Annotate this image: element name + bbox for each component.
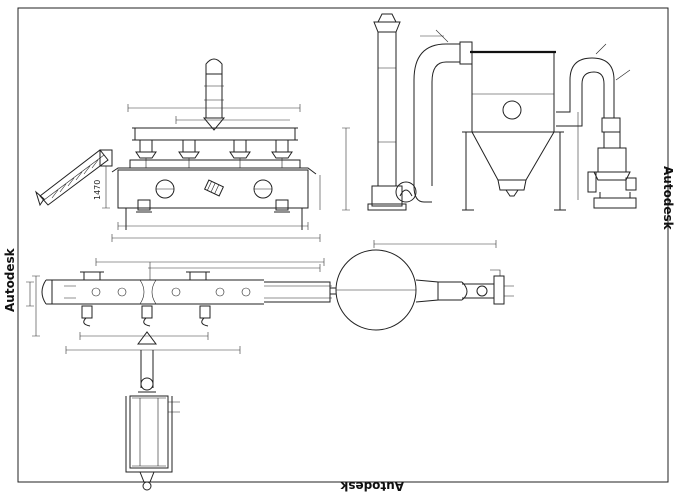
cyclone-separator xyxy=(462,50,566,211)
top-exhaust-stack xyxy=(202,58,226,131)
vent-stack xyxy=(367,13,407,211)
watermark-bottom: Autodesk xyxy=(339,479,404,493)
watermark-left: Autodesk xyxy=(3,247,17,312)
exhaust-fan xyxy=(395,181,417,203)
cyclone-plan xyxy=(330,249,514,331)
bed-supports xyxy=(81,305,211,327)
drop-pipe xyxy=(137,331,157,393)
blower-motor xyxy=(587,131,637,209)
plan-dimension-lines xyxy=(26,240,497,354)
watermark-right: Autodesk xyxy=(661,166,675,231)
bag-filter xyxy=(125,395,180,491)
vibration-motor xyxy=(203,179,225,197)
exhaust-system-elevation xyxy=(367,13,637,211)
dryer-plan-body xyxy=(41,271,332,305)
feed-conveyor xyxy=(35,149,113,207)
plan-view xyxy=(26,240,514,491)
duct-pipe xyxy=(413,41,473,203)
drawing-frame xyxy=(17,7,669,483)
return-duct xyxy=(556,43,631,133)
exhaust-hood xyxy=(134,127,296,141)
dryer-bed-body xyxy=(117,169,309,209)
dryer-front-elevation: 1470 xyxy=(35,58,350,242)
exhaust-nozzles xyxy=(135,139,293,168)
dimension-label-1470: 1470 xyxy=(93,180,102,200)
dimension-lines xyxy=(102,104,350,242)
